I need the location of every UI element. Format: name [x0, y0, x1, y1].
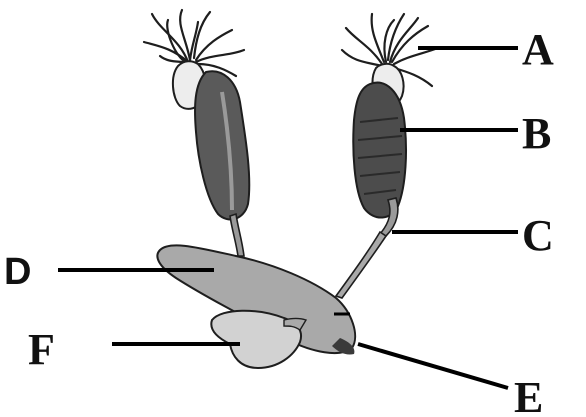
- label-f: F: [28, 325, 55, 374]
- leader-line-e: [358, 344, 508, 388]
- label-d: D: [4, 251, 31, 293]
- right-polyp: [336, 14, 438, 298]
- right-stolon: [336, 232, 386, 298]
- label-b: B: [522, 109, 551, 158]
- right-body: [353, 83, 406, 218]
- left-polyp: [144, 10, 249, 256]
- left-stalk: [230, 214, 244, 256]
- label-e: E: [514, 373, 543, 417]
- label-a: A: [522, 25, 554, 74]
- label-c: C: [522, 211, 554, 260]
